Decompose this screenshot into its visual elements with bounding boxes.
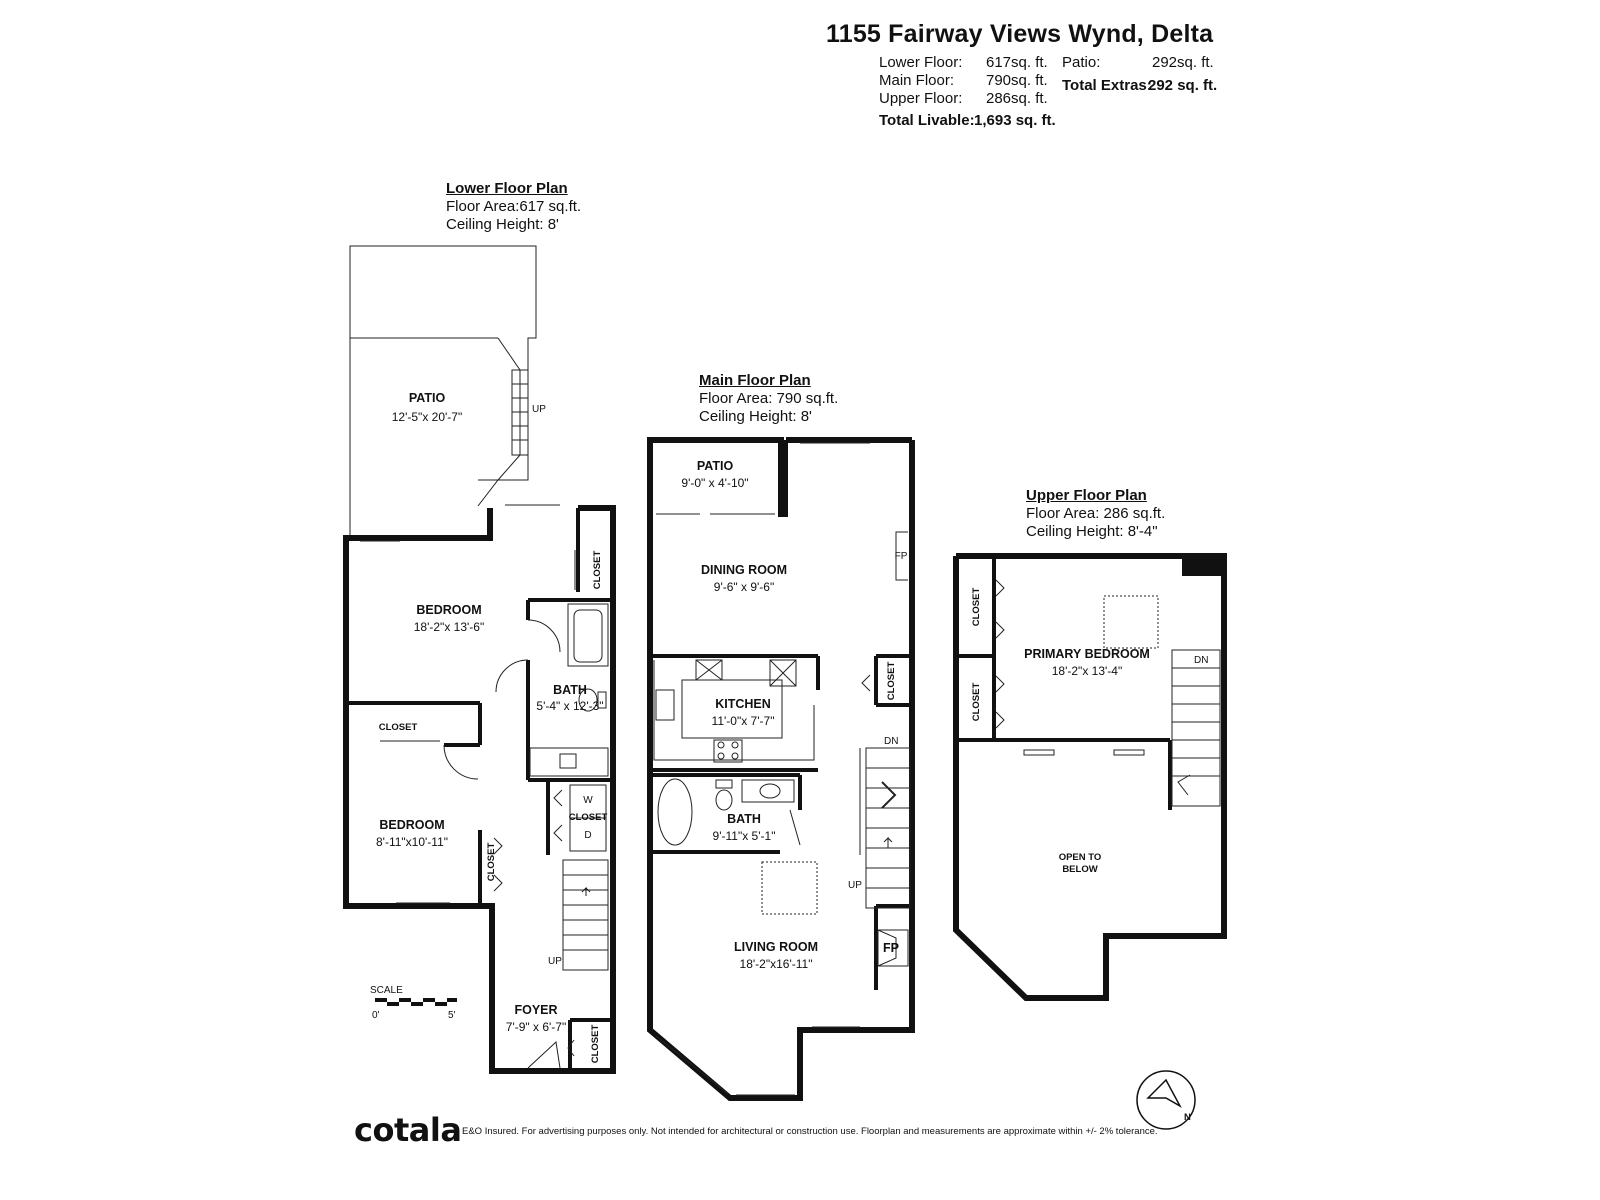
lower-floor-value: 617sq. ft. xyxy=(986,54,1048,71)
lower-closet-label-1: CLOSET xyxy=(592,551,603,590)
main-exterior-walls xyxy=(647,437,915,1101)
patio-label: Patio: xyxy=(1062,54,1101,71)
brand-logo: cotala xyxy=(354,1111,462,1149)
lower-closet-label-5: CLOSET xyxy=(590,1025,601,1064)
lower-floor-label: Lower Floor: xyxy=(879,54,963,71)
lower-closet-label-3: CLOSET xyxy=(486,843,497,882)
main-plan-area: Floor Area: 790 sq.ft. xyxy=(699,390,839,407)
main-closet-label: CLOSET xyxy=(886,662,897,701)
main-floor-value: 790sq. ft. xyxy=(986,72,1048,89)
lower-plan-ceiling: Ceiling Height: 8' xyxy=(446,216,559,233)
bedroom-2-dims: 8'-11"x10'-11" xyxy=(376,835,448,849)
main-plan-heading: Main Floor Plan xyxy=(699,372,811,389)
lower-closet-label-4: CLOSET xyxy=(569,812,608,823)
disclaimer-text: E&O Insured. For advertising purposes on… xyxy=(462,1126,1158,1137)
upper-floor-plan: CLOSET CLOSET PRIMARY BEDROOM 18'-2"x 13… xyxy=(953,553,1227,1001)
lower-floor-plan: CLOSET CLOSET CLOSET CLOSET CLOSET W D U… xyxy=(343,245,616,1074)
total-livable-value: 1,693 sq. ft. xyxy=(974,112,1056,129)
upper-interior-walls xyxy=(956,556,1222,810)
main-up-label: UP xyxy=(848,880,862,891)
lower-up-label-patio: UP xyxy=(532,404,546,415)
upper-fixtures xyxy=(995,579,1221,807)
dining-room-dims: 9'-6" x 9'-6" xyxy=(714,580,774,594)
lower-closet-label-2: CLOSET xyxy=(379,722,418,733)
upper-exterior-walls xyxy=(953,553,1227,1001)
property-address: 1155 Fairway Views Wynd, Delta xyxy=(826,20,1214,48)
upper-closet-label-1: CLOSET xyxy=(971,588,982,627)
main-interior-walls xyxy=(650,440,912,990)
upper-plan-area: Floor Area: 286 sq.ft. xyxy=(1026,505,1166,522)
total-extras-value: 292 sq. ft. xyxy=(1148,77,1218,94)
upper-plan-heading-block: Upper Floor Plan Floor Area: 286 sq.ft. … xyxy=(1026,487,1165,541)
lower-fixtures xyxy=(360,504,609,1069)
main-plan-heading-block: Main Floor Plan Floor Area: 790 sq.ft. C… xyxy=(699,372,838,426)
primary-bedroom-name: PRIMARY BEDROOM xyxy=(1024,647,1150,661)
upper-closet-label-2: CLOSET xyxy=(971,683,982,722)
living-room-dims: 18'-2"x16'-11" xyxy=(740,957,813,971)
lower-up-label-stairs: UP xyxy=(548,956,562,967)
main-dn-label: DN xyxy=(884,736,898,747)
living-room-name: LIVING ROOM xyxy=(734,940,818,954)
main-patio-name: PATIO xyxy=(697,459,734,473)
main-patio-dims: 9'-0" x 4'-10" xyxy=(681,476,748,490)
upper-dn-label: DN xyxy=(1194,655,1208,666)
lower-patio-name: PATIO xyxy=(409,391,446,405)
dryer-label: D xyxy=(584,830,591,841)
dining-fp-label: FP xyxy=(895,551,908,562)
kitchen-dims: 11'-0"x 7'-7" xyxy=(712,714,775,728)
upper-plan-heading: Upper Floor Plan xyxy=(1026,487,1147,504)
lower-plan-heading-block: Lower Floor Plan Floor Area:617 sq.ft. C… xyxy=(446,180,581,234)
scale-label: SCALE xyxy=(370,985,403,996)
total-livable-label: Total Livable: xyxy=(879,112,975,129)
main-floor-plan: PATIO 9'-0" x 4'-10" DINING ROOM 9'-6" x… xyxy=(647,437,915,1101)
primary-bedroom-dims: 18'-2"x 13'-4" xyxy=(1052,664,1122,678)
bedroom-2-name: BEDROOM xyxy=(379,818,444,832)
north-arrow-icon: N xyxy=(1136,1070,1196,1130)
scale-end: 5' xyxy=(448,1010,456,1021)
lower-exterior-walls xyxy=(343,505,616,1074)
washer-label: W xyxy=(583,795,593,806)
open-to-below-line1: OPEN TO xyxy=(1059,852,1102,863)
total-extras-label: Total Extras: xyxy=(1062,77,1152,94)
kitchen-name: KITCHEN xyxy=(715,697,771,711)
lower-interior-walls xyxy=(346,508,613,1071)
main-floor-label: Main Floor: xyxy=(879,72,955,89)
dining-room-name: DINING ROOM xyxy=(701,563,787,577)
main-bath-name: BATH xyxy=(727,812,761,826)
patio-value: 292sq. ft. xyxy=(1152,54,1214,71)
main-plan-ceiling: Ceiling Height: 8' xyxy=(699,408,812,425)
lower-patio-dims: 12'-5"x 20'-7" xyxy=(392,410,462,424)
open-to-below-line2: BELOW xyxy=(1062,864,1097,875)
lower-plan-heading: Lower Floor Plan xyxy=(446,180,568,197)
bedroom-1-name: BEDROOM xyxy=(416,603,481,617)
bedroom-1-dims: 18'-2"x 13'-6" xyxy=(414,620,484,634)
foyer-dims: 7'-9" x 6'-7" xyxy=(506,1020,566,1034)
lower-plan-area: Floor Area:617 sq.ft. xyxy=(446,198,582,215)
lower-bath-dims: 5'-4" x 12'-3" xyxy=(536,699,603,713)
living-fp-label: FP xyxy=(883,941,899,955)
upper-plan-ceiling: Ceiling Height: 8'-4" xyxy=(1026,523,1158,540)
scale-bar: SCALE 0' 5' xyxy=(370,985,457,1021)
foyer-name: FOYER xyxy=(514,1003,557,1017)
main-bath-dims: 9'-11"x 5'-1" xyxy=(713,829,776,843)
upper-floor-value: 286sq. ft. xyxy=(986,90,1048,107)
compass-letter: N xyxy=(1184,1112,1191,1123)
upper-floor-label: Upper Floor: xyxy=(879,90,963,107)
main-fixtures xyxy=(653,442,911,1096)
lower-bath-name: BATH xyxy=(553,683,587,697)
scale-start: 0' xyxy=(372,1010,380,1021)
lower-patio-outline xyxy=(349,245,537,540)
